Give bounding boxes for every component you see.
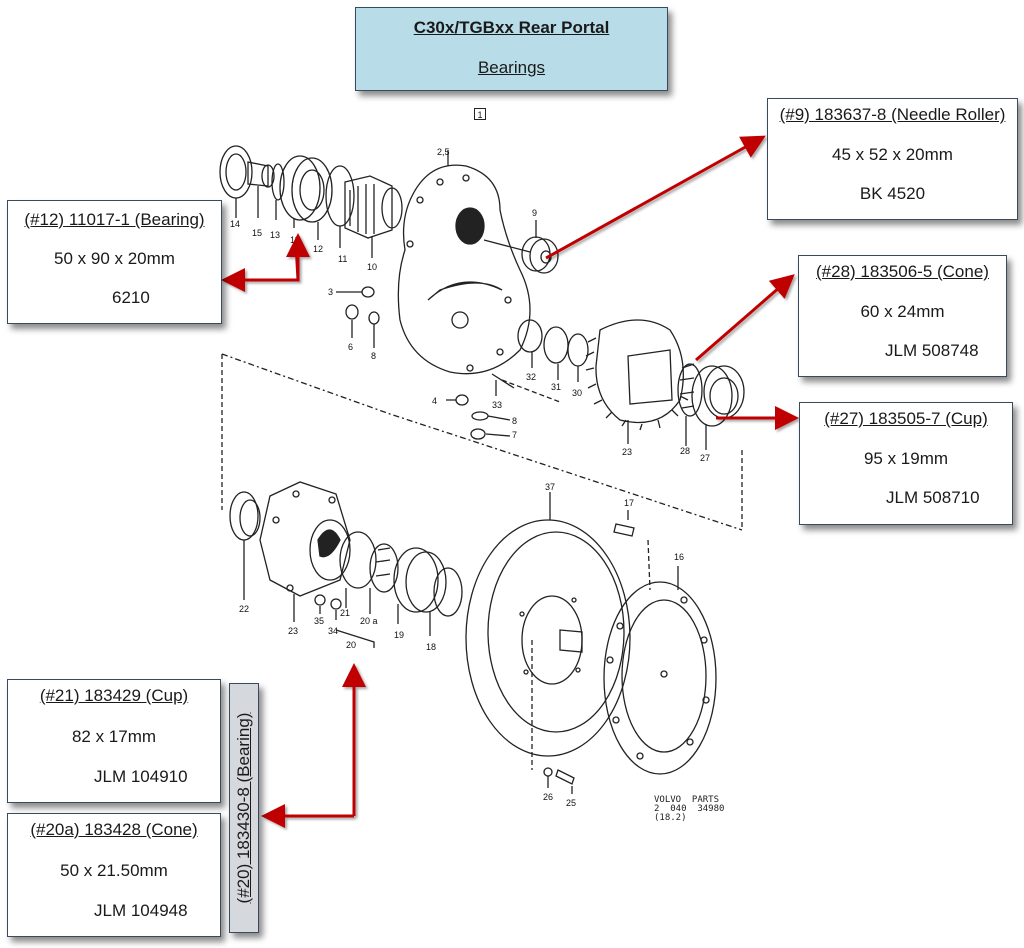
callout-ref: 6210 (112, 288, 150, 307)
callout-bearing-20-vertical: (#20) 183430-8 (Bearing) (229, 683, 259, 933)
spacer-15 (247, 161, 275, 188)
callout-size: 50 x 90 x 20mm (54, 249, 175, 268)
callout-heading: (#9) 183637-8 (Needle Roller) (779, 105, 1006, 124)
volvo-line-1: VOLVO PARTS (654, 795, 720, 805)
bearing-12 (279, 155, 333, 223)
part-label: 7 (512, 430, 517, 440)
part-label: 35 (314, 616, 324, 626)
part-label: 26 (543, 792, 553, 802)
callout-cup-21: (#21) 183429 (Cup) 82 x 17mm JLM 104910 (7, 679, 221, 803)
page-subtitle: Bearings (477, 58, 546, 77)
arrow-bearing-12 (221, 243, 300, 292)
ring-18 (433, 567, 463, 617)
callout-size: 50 x 21.50mm (60, 861, 168, 880)
callout-needle-roller-9: (#9) 183637-8 (Needle Roller) 45 x 52 x … (767, 98, 1018, 220)
page-title: C30x/TGBxx Rear Portal (413, 18, 610, 37)
callout-heading: (#27) 183505-7 (Cup) (824, 409, 988, 428)
callout-size: 95 x 19mm (863, 449, 949, 468)
cone-28 (677, 363, 703, 417)
part-label: 4 (432, 396, 437, 406)
callout-heading: (#21) 183429 (Cup) (39, 686, 189, 705)
part-label: 34 (328, 626, 338, 636)
housing-23 (259, 481, 351, 597)
callout-ref: JLM 508748 (885, 341, 979, 360)
callout-size: 82 x 17mm (71, 727, 157, 746)
part-label: 20 a (360, 616, 378, 626)
callout-ref: JLM 104910 (94, 767, 188, 786)
part-label: 16 (674, 552, 684, 562)
part-label: 20 (346, 640, 356, 650)
volvo-line-3: (18.2) (654, 813, 687, 823)
part-label: 37 (545, 482, 555, 492)
callout-ref: BK 4520 (859, 184, 926, 203)
part-label: 18 (426, 642, 436, 652)
part-label: 23 (622, 447, 632, 457)
callout-heading: (#20a) 183428 (Cone) (30, 820, 198, 839)
needle-roller-9 (483, 236, 559, 274)
cover-16 (603, 581, 717, 775)
part-label: 32 (526, 372, 536, 382)
seal-22 (229, 491, 261, 541)
gear-23 (585, 319, 689, 431)
part-label: 17 (624, 498, 634, 508)
part-label: 9 (532, 208, 537, 218)
volvo-line-2: 2 040 34980 (654, 804, 725, 814)
pinion-10 (344, 175, 403, 239)
part-label: 19 (394, 630, 404, 640)
arrow-needle-roller (545, 135, 766, 260)
part-label: 28 (680, 446, 690, 456)
part-label: 13 (270, 230, 280, 240)
ring-19 (393, 547, 447, 613)
part-label: 6 (348, 342, 353, 352)
part-label: 3 (328, 287, 333, 297)
callout-heading: (#20) 183430-8 (Bearing) (234, 712, 253, 904)
cup-21 (339, 531, 377, 589)
callout-bearing-12: (#12) 11017-1 (Bearing) 50 x 90 x 20mm 6… (7, 200, 222, 324)
part-label: 15 (252, 228, 262, 238)
callout-heading: (#12) 11017-1 (Bearing) (24, 210, 205, 229)
callout-ref: JLM 508710 (886, 488, 980, 507)
part-label: 21 (340, 608, 350, 618)
part-number-labels: 14 15 13 11 12 11 10 2,5 9 3 6 8 32 31 3… (230, 147, 710, 808)
part-label: 33 (492, 400, 502, 410)
part-label: 8 (512, 416, 517, 426)
callout-cone-28: (#28) 183506-5 (Cone) 60 x 24mm JLM 5087… (798, 255, 1007, 377)
callout-size: 45 x 52 x 20mm (832, 145, 953, 164)
part-label: 11 (338, 254, 347, 264)
callout-size: 60 x 24mm (860, 302, 945, 321)
part-label: 10 (367, 262, 377, 272)
part-label: 12 (313, 244, 323, 254)
callout-heading: (#28) 183506-5 (Cone) (816, 262, 989, 281)
part-label: 31 (551, 382, 561, 392)
part-label: 8 (371, 351, 376, 361)
part-label: 2,5 (437, 147, 450, 157)
part-label: 27 (700, 453, 710, 463)
part-label: 14 (230, 219, 240, 229)
callout-ref: JLM 104948 (94, 901, 188, 920)
part-label: 22 (239, 604, 249, 614)
cone-20a (369, 543, 399, 593)
ring-13 (271, 163, 285, 201)
callout-cone-20a: (#20a) 183428 (Cone) 50 x 21.50mm JLM 10… (7, 813, 221, 937)
drum-37 (465, 519, 631, 757)
part-label: 25 (566, 798, 576, 808)
part-label: 30 (572, 388, 582, 398)
housing-2-5 (397, 164, 531, 375)
callout-cup-27: (#27) 183505-7 (Cup) 95 x 19mm JLM 50871… (799, 402, 1013, 525)
page-marker: 1 (474, 108, 486, 120)
title-box: C30x/TGBxx Rear Portal Bearings (355, 7, 668, 91)
stud-17 (613, 523, 635, 537)
arrow-cone-28 (695, 274, 795, 362)
part-label: 23 (288, 626, 298, 636)
seal-14 (219, 145, 253, 199)
